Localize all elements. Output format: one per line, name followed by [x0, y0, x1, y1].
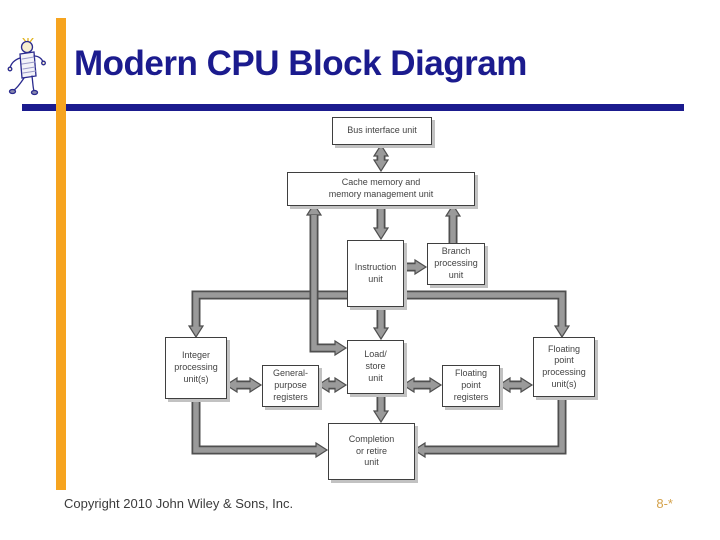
- node-completion-retire-unit: Completion or retire unit: [328, 423, 415, 480]
- edge-gpr-lsu: [316, 376, 348, 394]
- edge-lsu-fpr: [401, 376, 443, 394]
- node-load-store-unit: Load/ store unit: [347, 340, 404, 394]
- node-integer-processing-units: Integer processing unit(s): [165, 337, 227, 399]
- edge-cache-lsu: [305, 202, 348, 357]
- node-instruction-unit: Instruction unit: [347, 240, 404, 307]
- node-general-purpose-registers: General- purpose registers: [262, 365, 319, 407]
- edge-lsu-cru: [372, 392, 390, 424]
- edge-fpu-cru: [412, 395, 567, 459]
- node-cache-memory-management-unit: Cache memory and memory management unit: [287, 172, 475, 206]
- title-underline-rule: [22, 104, 684, 111]
- edge-iu-bpu: [402, 258, 428, 276]
- slide-title: Modern CPU Block Diagram: [74, 44, 527, 83]
- edge-ipu-cru: [191, 397, 329, 459]
- node-bus-interface-unit: Bus interface unit: [332, 117, 432, 145]
- edge-cache-iu: [372, 204, 390, 241]
- node-floating-point-processing-units: Floating point processing unit(s): [533, 337, 595, 397]
- edge-biu-cache: [372, 143, 390, 173]
- footer-page-number: 8-*: [656, 496, 673, 511]
- footer-copyright: Copyright 2010 John Wiley & Sons, Inc.: [64, 496, 294, 511]
- node-floating-point-registers: Floating point registers: [442, 365, 500, 407]
- edge-fpr-fpu: [497, 376, 534, 394]
- walking-chip-mascot-icon: [7, 38, 46, 96]
- edge-iu-lsu: [372, 305, 390, 341]
- edge-bpu-cache: [444, 203, 462, 243]
- edge-ipu-gpr: [224, 376, 263, 394]
- node-branch-processing-unit: Branch processing unit: [427, 243, 485, 285]
- orange-accent-bar: [56, 18, 66, 490]
